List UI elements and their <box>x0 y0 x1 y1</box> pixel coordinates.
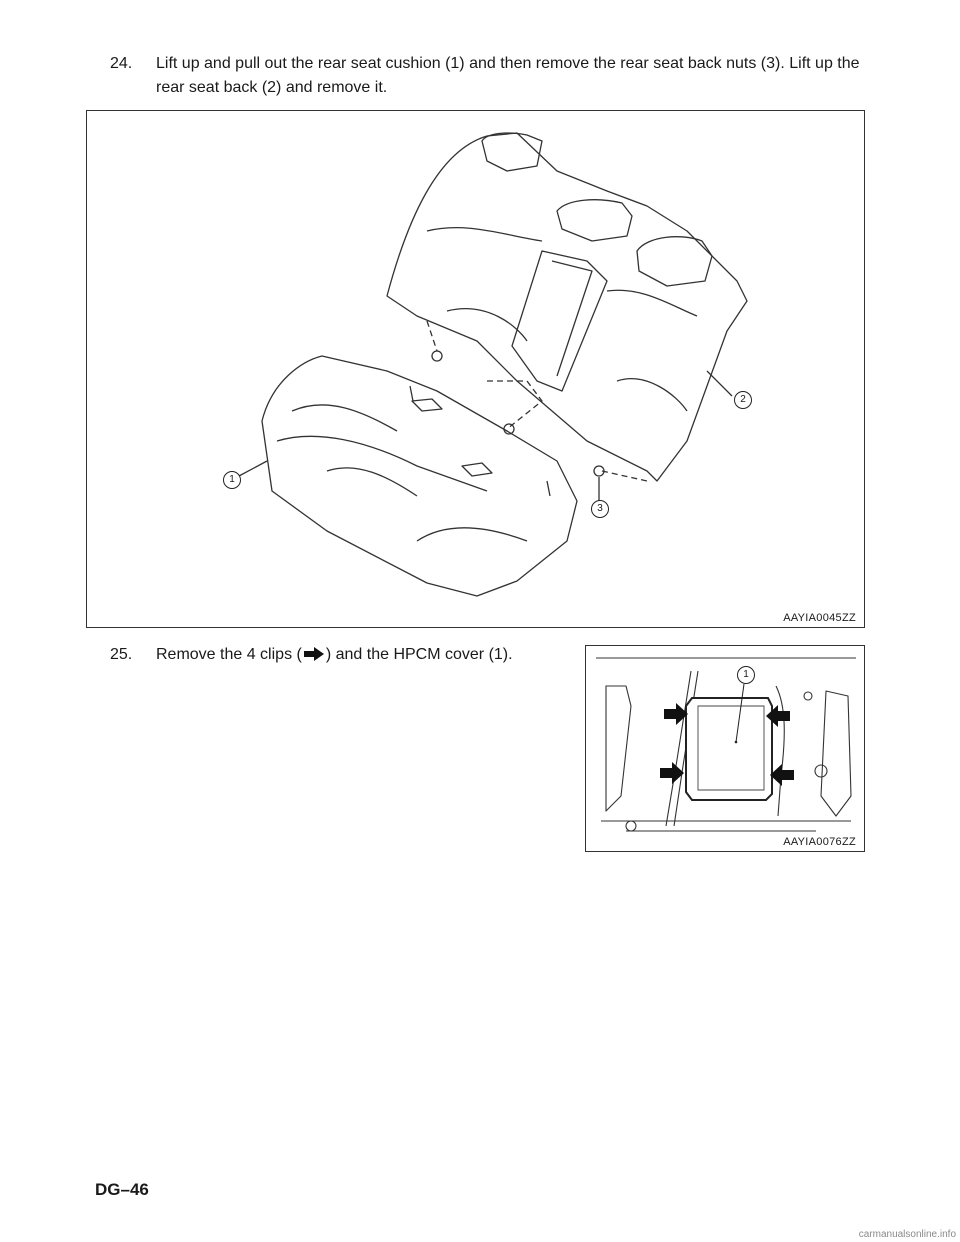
step-text-end: ) and the HPCM cover (1). <box>325 646 513 663</box>
right-arrow-icon <box>303 647 324 661</box>
step-number: 24. <box>110 55 133 72</box>
figure-code: AAYIA0045ZZ <box>783 612 856 624</box>
rear-seat-illustration: 1 2 3 AAYIA0045ZZ <box>86 110 865 628</box>
clip-arrow-icon-lower-left <box>660 762 684 784</box>
hpcm-drawing <box>596 657 856 832</box>
callout-2-seat-back: 2 <box>734 391 752 409</box>
step-text-start: Remove the 4 clips ( <box>156 646 302 663</box>
hpcm-cover-illustration: 1 AAYIA0076ZZ <box>585 645 865 852</box>
figure-code: AAYIA0076ZZ <box>783 836 856 848</box>
callout-1-cushion: 1 <box>223 471 241 489</box>
rear-seat-drawing <box>238 132 748 597</box>
watermark: carmanualsonline.info <box>858 1229 956 1240</box>
step-text: Lift up and pull out the rear seat cushi… <box>156 55 860 96</box>
step-text: Remove the 4 clips ( ) and the HPCM cover… <box>156 643 576 667</box>
clip-arrow-icon-upper-right <box>766 705 790 727</box>
clip-arrow-icon-upper-left <box>664 703 688 725</box>
callout-1-hpcm-cover: 1 <box>737 666 755 684</box>
page-number: DG–46 <box>95 1180 149 1199</box>
callout-3-nuts: 3 <box>591 500 609 518</box>
clip-arrow-icon-lower-right <box>770 764 794 786</box>
step-number: 25. <box>110 646 133 663</box>
